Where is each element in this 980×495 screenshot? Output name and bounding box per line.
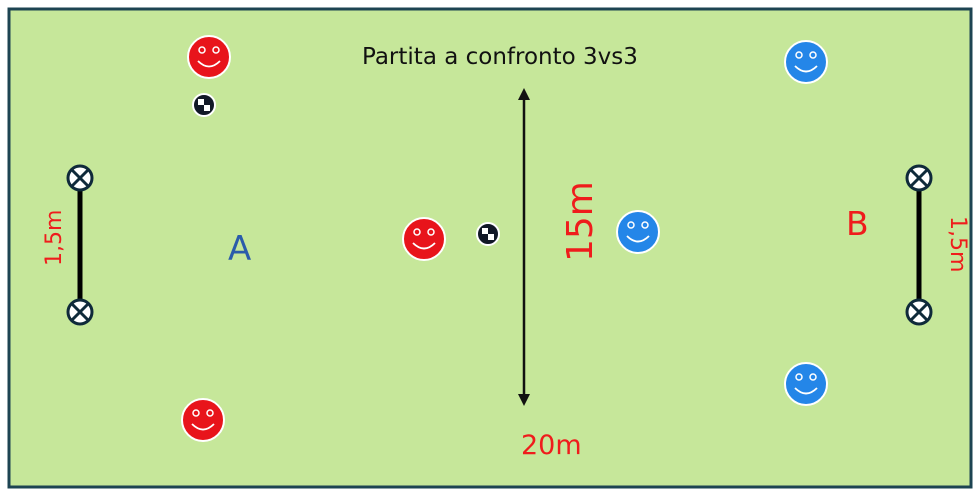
smiley-face-icon bbox=[616, 210, 660, 254]
goal-left-width-label: 1,5m bbox=[42, 209, 67, 266]
height-arrow bbox=[518, 88, 530, 406]
smiley-face-icon bbox=[181, 398, 225, 442]
cross-circle-icon bbox=[66, 164, 94, 192]
cross-circle-icon bbox=[905, 164, 933, 192]
soccer-ball-icon bbox=[476, 222, 500, 246]
soccer-ball-icon bbox=[192, 93, 216, 117]
smiley-face-icon bbox=[784, 40, 828, 84]
goal-left bbox=[66, 164, 94, 326]
team-b-label: B bbox=[846, 204, 869, 243]
smiley-face-icon bbox=[187, 35, 231, 79]
smiley-face-icon bbox=[402, 217, 446, 261]
height-dimension-label: 15m bbox=[560, 181, 601, 262]
diagram-title: Partita a confronto 3vs3 bbox=[362, 44, 638, 70]
cross-circle-icon bbox=[905, 298, 933, 326]
smiley-face-icon bbox=[784, 362, 828, 406]
goal-right bbox=[905, 164, 933, 326]
team-a-label: A bbox=[228, 229, 252, 269]
goal-right-width-label: 1,5m bbox=[945, 216, 970, 273]
cross-circle-icon bbox=[66, 298, 94, 326]
pitch bbox=[7, 7, 973, 489]
width-dimension-label: 20m bbox=[521, 430, 582, 461]
